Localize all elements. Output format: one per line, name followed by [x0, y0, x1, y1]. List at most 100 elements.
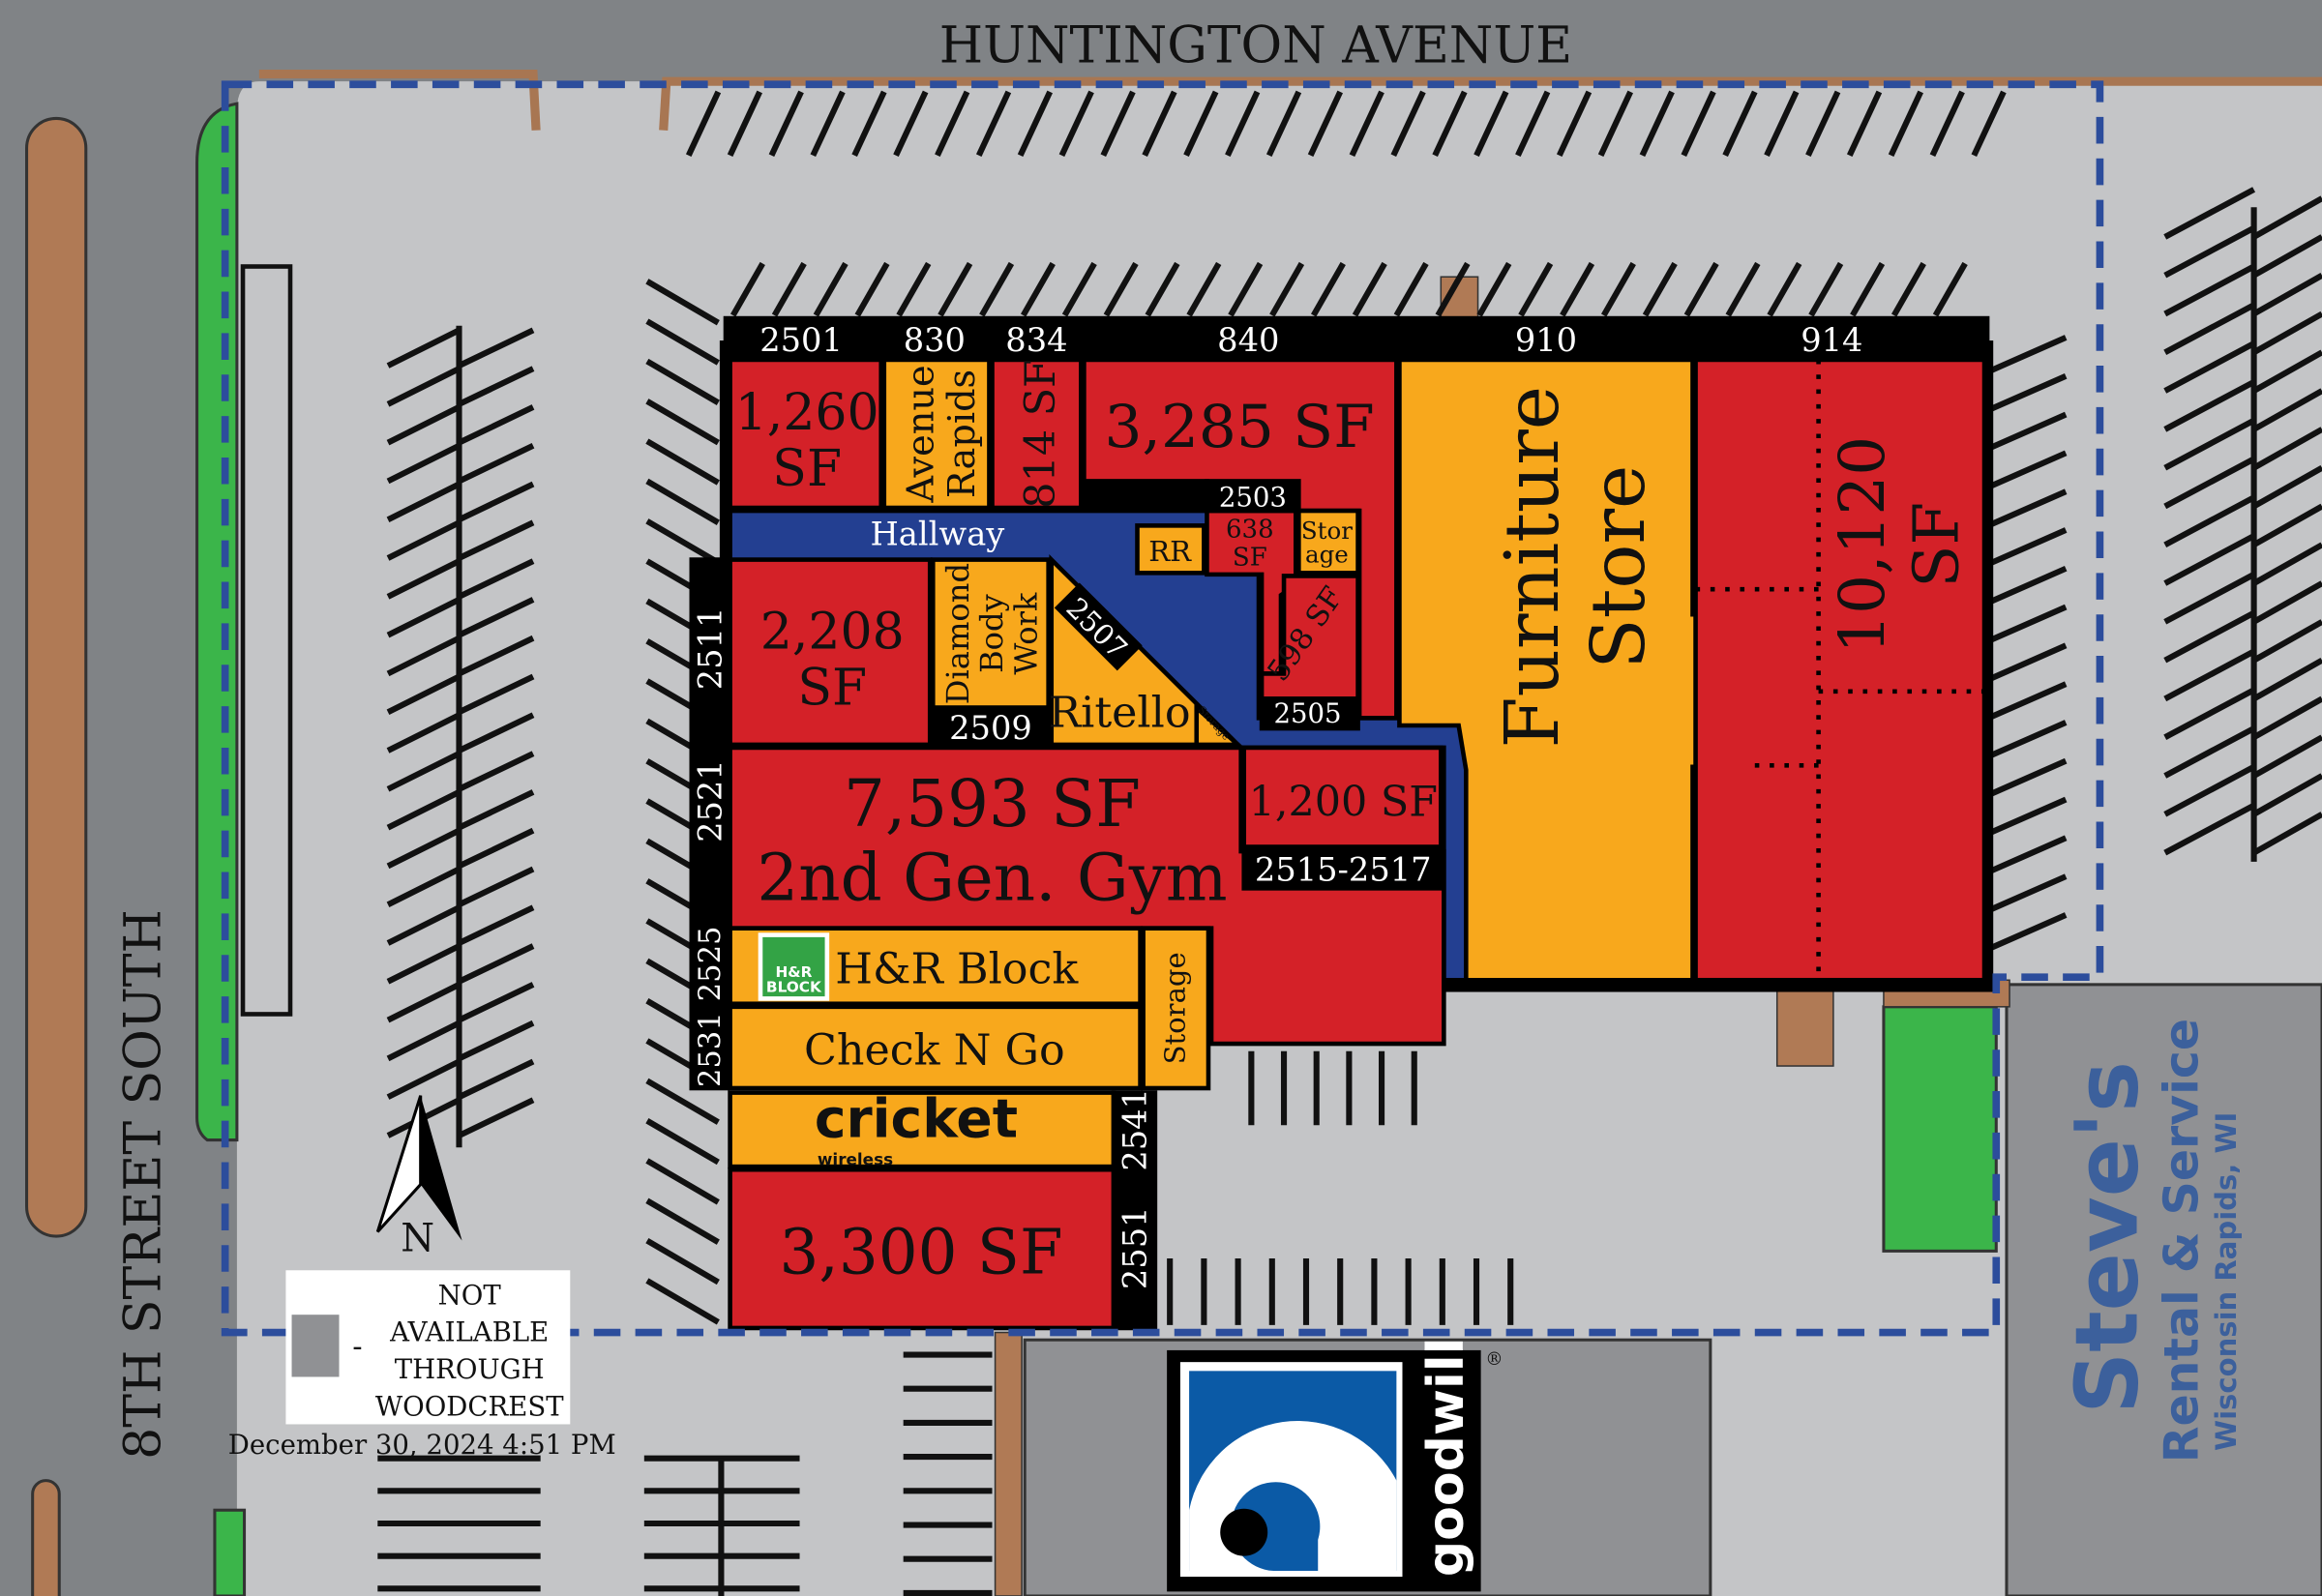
parking-stripe — [1764, 90, 1800, 158]
parking-stripe — [1808, 261, 1844, 317]
parking-stripe — [1990, 835, 2068, 873]
parking-stripe — [1515, 90, 1551, 158]
parking-stripe — [645, 478, 720, 525]
parking-stripe — [1722, 90, 1758, 158]
unit-number: 2541 — [1116, 1088, 1154, 1171]
parking-stripe — [386, 1020, 461, 1062]
parking-stripe — [1990, 372, 2068, 412]
parking-stripe — [1390, 90, 1426, 158]
unit-label: SF — [1900, 502, 1973, 588]
parking-stripe — [1642, 261, 1678, 317]
parking-stripe — [386, 904, 461, 946]
parking-stripe — [1990, 757, 2068, 797]
legend-text: NOT — [438, 1280, 502, 1311]
parking-stripe — [1990, 681, 2068, 720]
tenant-label: Diamond — [939, 563, 976, 704]
parking-stripe — [458, 366, 535, 407]
parking-stripe — [2163, 263, 2256, 317]
north-label: N — [401, 1216, 434, 1260]
parking-stripe — [386, 982, 461, 1023]
unit-number: 834 — [1005, 321, 1067, 359]
parking-stripe — [645, 1158, 720, 1205]
parking-stripe — [975, 90, 1012, 158]
parking-stripe — [2163, 764, 2256, 817]
parking-stripe — [1932, 261, 1968, 317]
parking-stripe — [2163, 572, 2256, 625]
parking-stripe — [2163, 225, 2256, 279]
legend-swatch — [291, 1315, 340, 1377]
street-name-west: 8TH STREET SOUTH — [114, 909, 172, 1460]
parking-stripe — [2163, 725, 2256, 779]
parking-stripe — [2252, 812, 2322, 856]
parking-stripe — [386, 827, 461, 870]
parking-stripe — [1560, 261, 1595, 317]
storage-2531 — [1141, 926, 1211, 1091]
parking-stripe — [2252, 195, 2322, 240]
parking-stripe — [645, 1078, 720, 1125]
parking-stripe — [1990, 604, 2068, 643]
parking-stripe — [1269, 261, 1305, 317]
parking-stripe — [2252, 773, 2322, 817]
parking-stripe — [386, 404, 461, 446]
parking-stripe — [1183, 90, 1219, 158]
parking-stripe — [386, 597, 461, 638]
parking-stripe — [1639, 90, 1675, 158]
cricket-logo-sub: wireless — [818, 1150, 893, 1169]
parking-stripe — [458, 1097, 535, 1138]
parking-stripe — [851, 90, 887, 158]
unit-number: 840 — [1217, 321, 1279, 359]
svg-text:H&R: H&R — [775, 963, 812, 981]
unit-label: 638 — [1226, 516, 1274, 545]
svg-text:BLOCK: BLOCK — [766, 979, 822, 996]
parking-stripe — [386, 558, 461, 600]
parking-stripe — [2252, 542, 2322, 586]
parking-stripe — [645, 1278, 720, 1325]
parking-stripe — [1145, 261, 1180, 317]
parking-stripe — [645, 279, 720, 326]
unit-2541 — [728, 1090, 1116, 1169]
unit-number: 2509 — [949, 709, 1032, 747]
parking-stripe — [458, 751, 535, 792]
cricket-logo: cricket — [815, 1088, 1018, 1150]
parking-stripe — [1600, 261, 1636, 317]
parking-stripe — [645, 518, 720, 566]
steves-tagline: Rental & Service — [2154, 1019, 2209, 1463]
parking-stripe — [2163, 802, 2256, 856]
parking-stripe — [645, 1197, 720, 1245]
parking-stripe — [2252, 234, 2322, 279]
unit-label: 7,593 SF — [844, 765, 1141, 842]
parking-stripe — [1228, 261, 1264, 317]
parking-stripe — [729, 261, 765, 317]
unit-number: 910 — [1515, 321, 1577, 359]
unit-label: 3,285 SF — [1105, 393, 1375, 461]
unit-number: 2515-2517 — [1255, 851, 1432, 889]
parking-stripe — [1103, 261, 1139, 317]
parking-column — [240, 264, 293, 1017]
property-boundary — [221, 80, 2104, 1337]
unit-label: 814 SF — [1017, 359, 1065, 508]
tenant-label: Avenue — [899, 365, 942, 503]
parking-stripe — [645, 1118, 720, 1166]
parking-stripe — [1310, 261, 1346, 317]
parking-stripe — [1352, 261, 1387, 317]
unit-914 — [1693, 357, 1987, 983]
green-strip — [195, 102, 239, 1142]
parking-stripe — [2252, 695, 2322, 740]
parking-stripe — [458, 442, 535, 485]
hr-block-logo: H&R BLOCK — [758, 932, 830, 1001]
parking-stripe — [1890, 261, 1926, 317]
parking-stripe — [771, 261, 807, 317]
parking-stripe — [1058, 90, 1094, 158]
parking-stripe — [1850, 261, 1886, 317]
tenant-label: Check N Go — [804, 1026, 1065, 1076]
unit-2551 — [728, 1167, 1116, 1331]
unit-number: 2511 — [691, 607, 729, 691]
parking-stripe — [1100, 90, 1136, 158]
parking-stripe — [386, 635, 461, 677]
parking-stripe — [1017, 90, 1053, 158]
parking-stripe — [458, 712, 535, 754]
parking-stripe — [2163, 648, 2256, 702]
parking-stripe — [1518, 261, 1554, 317]
unit-834 — [990, 357, 1084, 511]
legend-text: WOODCREST — [375, 1391, 564, 1422]
